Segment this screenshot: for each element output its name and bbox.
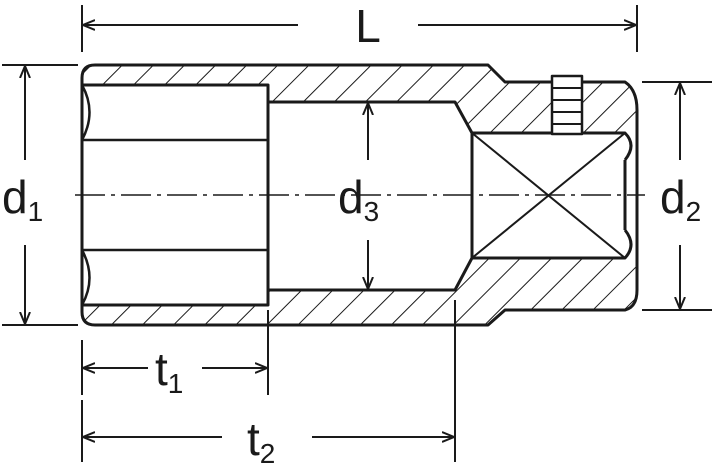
ball-detent	[550, 74, 584, 136]
t1-main: t	[155, 343, 168, 395]
t2-sub: 2	[260, 438, 276, 469]
outer-contour	[80, 63, 639, 327]
dimensions	[2, 5, 712, 462]
d3-label: d3	[338, 171, 379, 227]
d3-sub: 3	[364, 196, 380, 227]
t1-sub: 1	[168, 368, 184, 399]
d2-main: d	[660, 171, 686, 223]
bore-cavity	[268, 102, 472, 290]
d3-main: d	[338, 171, 364, 223]
square-drive-profile	[472, 131, 633, 260]
d2-sub: 2	[686, 196, 702, 227]
length-label: L	[355, 0, 381, 52]
d1-sub: 1	[28, 196, 44, 227]
socket-section	[75, 63, 645, 327]
hex-flat-top	[80, 84, 268, 306]
t2-label: t2	[247, 413, 275, 469]
t1-label: t1	[155, 343, 183, 399]
t2-main: t	[247, 413, 260, 465]
d2-label: d2	[660, 171, 701, 227]
d1-main: d	[2, 171, 28, 223]
d1-label: d1	[2, 171, 43, 227]
